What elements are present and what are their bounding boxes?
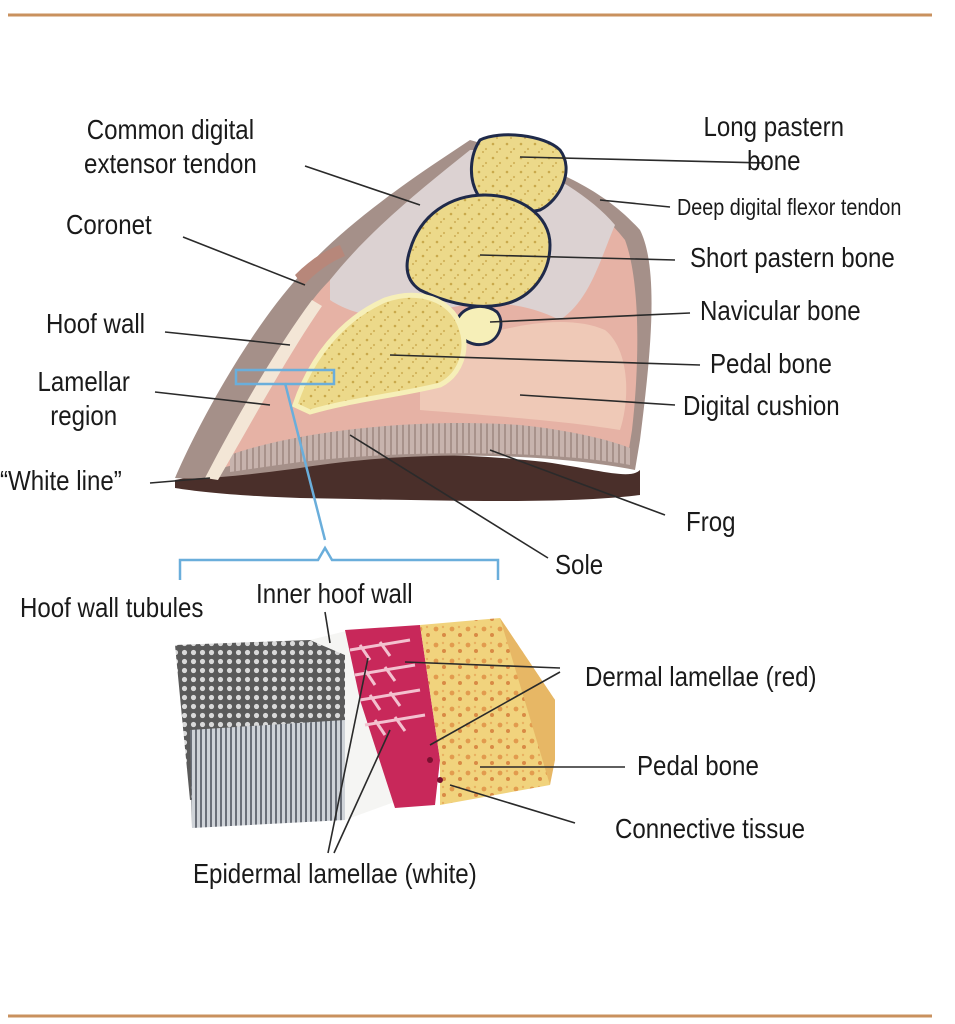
coronet-shape [295,245,345,286]
label-inner-hoof-wall: Inner hoof wall [256,578,413,609]
label-hoof-wall: Hoof wall [46,308,146,339]
hoof-section [175,133,652,502]
label-white-line: “White line” [0,465,122,496]
label-dermal-lamellae: Dermal lamellae (red) [585,661,817,692]
label-common-digital-extensor-tendon: Common digital extensor tendon [84,114,257,179]
leader-lines [149,156,766,854]
label-hoof-wall-tubules: Hoof wall tubules [20,592,204,623]
label-long-pastern-bone: Long pastern bone [703,111,845,176]
dermal-red-block [345,625,440,808]
label-coronet: Coronet [66,209,152,240]
label-frog: Frog [686,506,736,537]
pedal-bone [291,292,467,415]
lamellae-detail-block [175,618,555,828]
label-pedal-bone: Pedal bone [710,348,832,379]
epidermal-feathers [349,638,426,736]
zoom-callout-bracket [178,382,500,580]
long-pastern-bone [470,133,568,214]
digital-cushion-shape [420,321,627,430]
label-short-pastern-bone: Short pastern bone [690,242,895,273]
label-digital-cushion: Digital cushion [683,390,840,421]
label-navicular-bone: Navicular bone [700,295,861,326]
label-epidermal-lamellae: Epidermal lamellae (white) [193,858,477,889]
label-pedal-bone-detail: Pedal bone [637,750,759,781]
white-line-shape [205,300,322,480]
short-pastern-bone [405,193,552,308]
label-sole: Sole [555,549,604,580]
label-deep-digital-flexor-tendon: Deep digital flexor tendon [677,194,902,220]
label-connective-tissue: Connective tissue [615,813,806,844]
tubules-face [190,720,345,828]
sole-shape [230,423,630,472]
label-lamellar-region: Lamellar region [37,366,130,431]
pedal-bone-side [500,618,555,785]
